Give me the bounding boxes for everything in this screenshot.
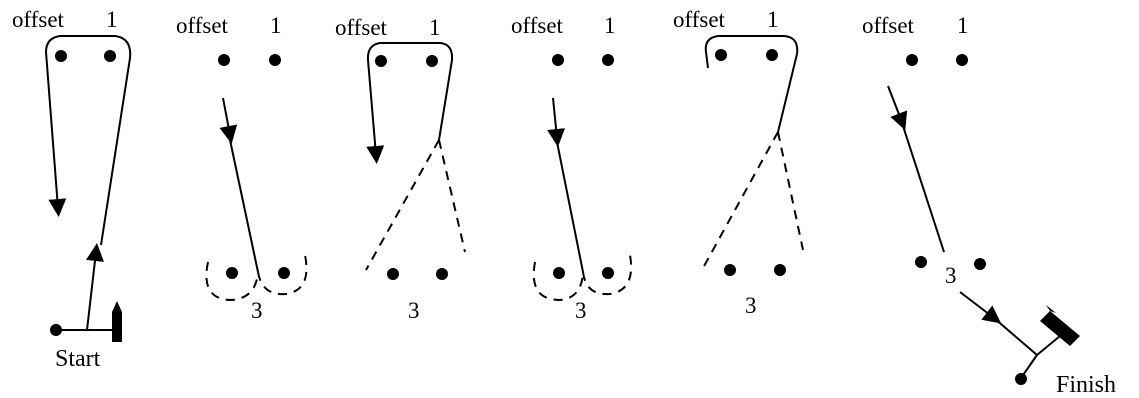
hole-dot: [55, 50, 67, 62]
loop-dashed: [532, 261, 584, 302]
thread-path: [44, 35, 132, 246]
offset-label: offset: [12, 7, 65, 32]
index-label: 1: [106, 7, 118, 32]
bottom-label: 3: [945, 263, 957, 288]
hole-dot: [387, 268, 399, 280]
thread-dashed: [365, 139, 440, 271]
finish-line: [1036, 335, 1061, 356]
panel-4: offset 1 3: [511, 13, 632, 323]
offset-label: offset: [335, 15, 388, 40]
offset-label: offset: [511, 13, 564, 38]
needle-icon: [1040, 311, 1080, 346]
thread-arrow: [959, 291, 1002, 324]
thread-arrow: [547, 97, 566, 147]
hole-dot: [552, 54, 564, 66]
hole-dot: [436, 268, 448, 280]
hole-dot: [774, 264, 786, 276]
hole-dot: [278, 267, 290, 279]
finish-label: Finish: [1056, 372, 1116, 398]
hole-dot: [226, 267, 238, 279]
bottom-label: 3: [575, 298, 587, 323]
thread-path: [993, 317, 1038, 356]
thread-arrow: [219, 97, 238, 144]
thread-path: [704, 35, 799, 133]
hole-dot: [766, 49, 778, 61]
thread-path: [366, 42, 454, 164]
hole-dot: [602, 54, 614, 66]
bottom-label: 3: [251, 298, 263, 323]
thread-arrow: [887, 85, 908, 131]
needle-icon: [112, 301, 122, 342]
thread-dashed: [438, 139, 466, 253]
hole-dot: [724, 264, 736, 276]
hole-dot: [906, 54, 918, 66]
offset-label: offset: [862, 13, 915, 38]
panel-6: offset 1 3 Finish: [862, 13, 1116, 398]
index-label: 1: [604, 13, 616, 38]
start-label: Start: [55, 346, 101, 372]
index-label: 1: [767, 7, 779, 32]
hole-dot: [375, 55, 387, 67]
panel-2: offset 1 3: [176, 13, 308, 323]
bottom-label: 3: [408, 298, 420, 323]
index-label: 1: [429, 15, 441, 40]
finish-dot: [1015, 373, 1027, 385]
panel-3: offset 1 3: [335, 15, 466, 323]
hole-dot: [553, 267, 565, 279]
hole-dot: [426, 55, 438, 67]
needle-tip: [1046, 305, 1056, 313]
hole-dot: [602, 267, 614, 279]
hole-dot: [218, 54, 230, 66]
thread-dashed: [777, 131, 804, 251]
hole-dot: [269, 54, 281, 66]
hole-dot: [104, 50, 116, 62]
hole-dot: [956, 54, 968, 66]
thread-path: [902, 125, 945, 253]
hole-dot: [715, 49, 727, 61]
index-label: 1: [957, 13, 969, 38]
hole-dot: [915, 256, 927, 268]
thread-path-start: [86, 243, 104, 331]
thread-path: [556, 141, 584, 273]
loop-dashed: [205, 261, 259, 302]
start-dot: [50, 324, 62, 336]
thread-dashed: [702, 131, 779, 269]
loop-dashed: [257, 254, 308, 296]
hole-dot: [974, 258, 986, 270]
panel-1: offset 1 Start: [12, 7, 132, 372]
panel-5: offset 1 3: [673, 7, 804, 318]
offset-label: offset: [176, 13, 229, 38]
index-label: 1: [270, 13, 282, 38]
thread-path: [229, 139, 259, 273]
offset-label: offset: [673, 7, 726, 32]
bottom-label: 3: [745, 293, 757, 318]
loop-dashed: [582, 254, 632, 296]
